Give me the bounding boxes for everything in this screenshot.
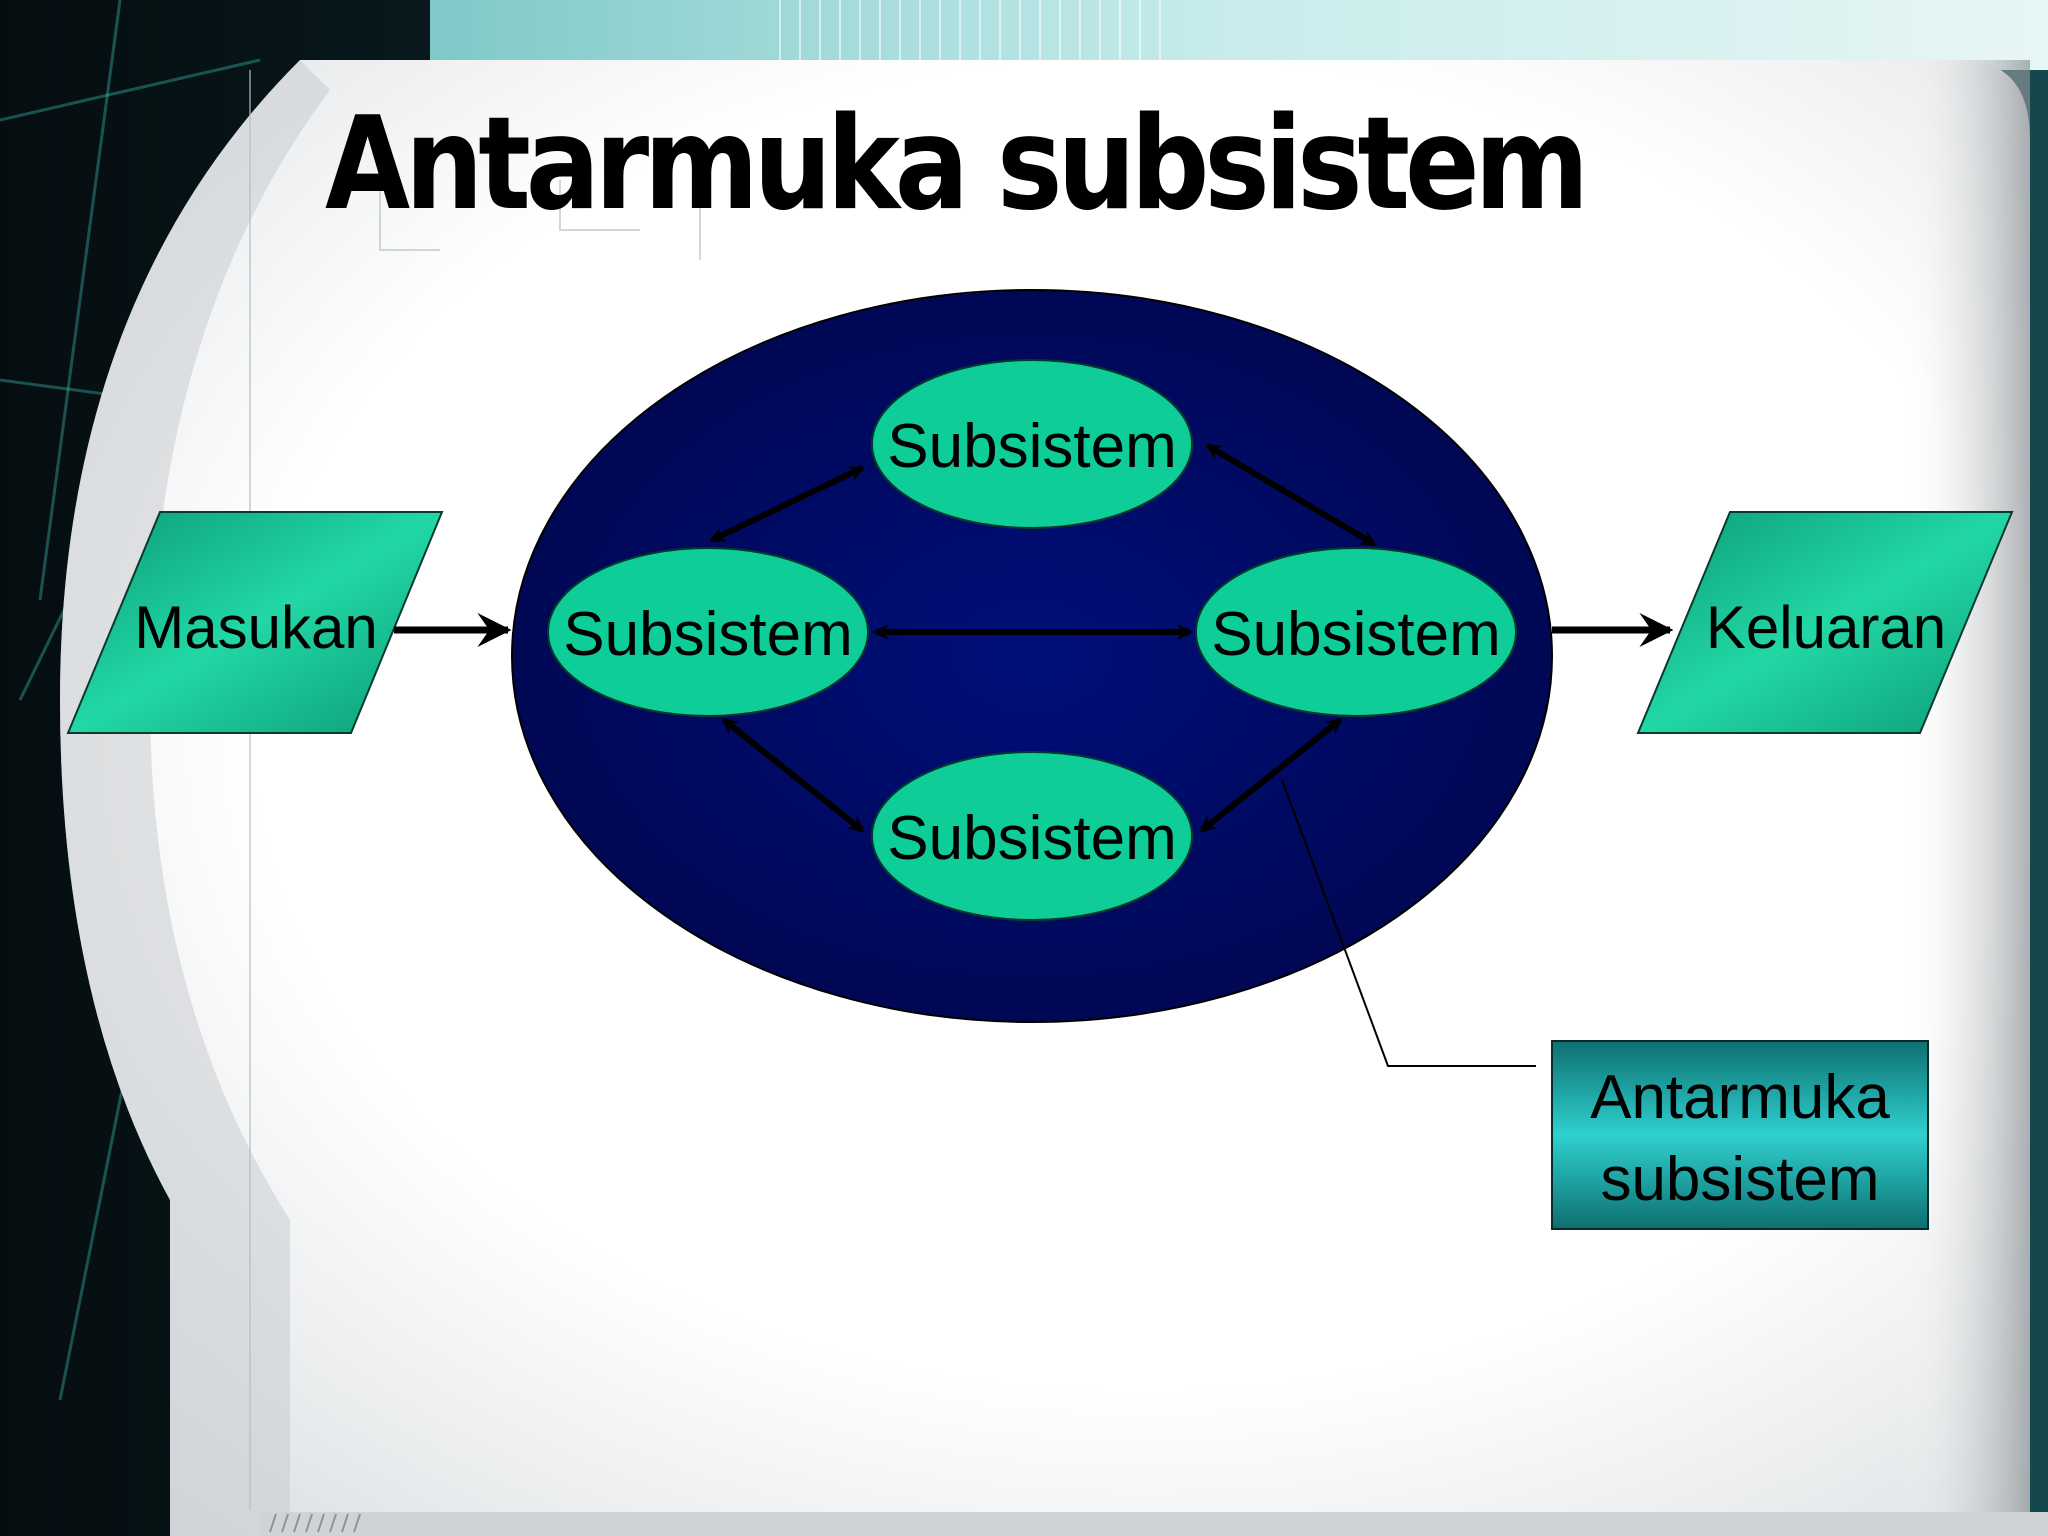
output-parallelogram: Keluaran — [1636, 511, 2014, 734]
subsystem-left: Subsistem — [547, 547, 869, 717]
interaction-arrows — [709, 443, 1377, 833]
subsystem-right: Subsistem — [1195, 547, 1517, 717]
arrow-left-bottom — [721, 717, 865, 833]
subsystem-top-label: Subsistem — [887, 412, 1176, 481]
output-label: Keluaran — [1706, 594, 1946, 661]
arrow-top-right — [1205, 443, 1377, 547]
subsystem-left-label: Subsistem — [563, 600, 852, 669]
callout-label-line1: Antarmuka — [1590, 1063, 1890, 1132]
callout-box: Antarmuka subsistem — [1551, 1040, 1929, 1230]
subsystem-bottom: Subsistem — [871, 751, 1193, 921]
input-label: Masukan — [134, 594, 377, 661]
subsystem-top: Subsistem — [871, 359, 1193, 529]
input-parallelogram: Masukan — [66, 511, 444, 734]
arrow-right-bottom — [1199, 717, 1343, 833]
callout-leader-line — [1281, 779, 1536, 1067]
subsystem-bottom-label: Subsistem — [887, 804, 1176, 873]
slide-title: Antarmuka subsistem — [325, 90, 1589, 239]
callout-label-line2: subsistem — [1600, 1145, 1879, 1214]
subsystem-right-label: Subsistem — [1211, 600, 1500, 669]
arrow-left-top — [709, 465, 865, 543]
